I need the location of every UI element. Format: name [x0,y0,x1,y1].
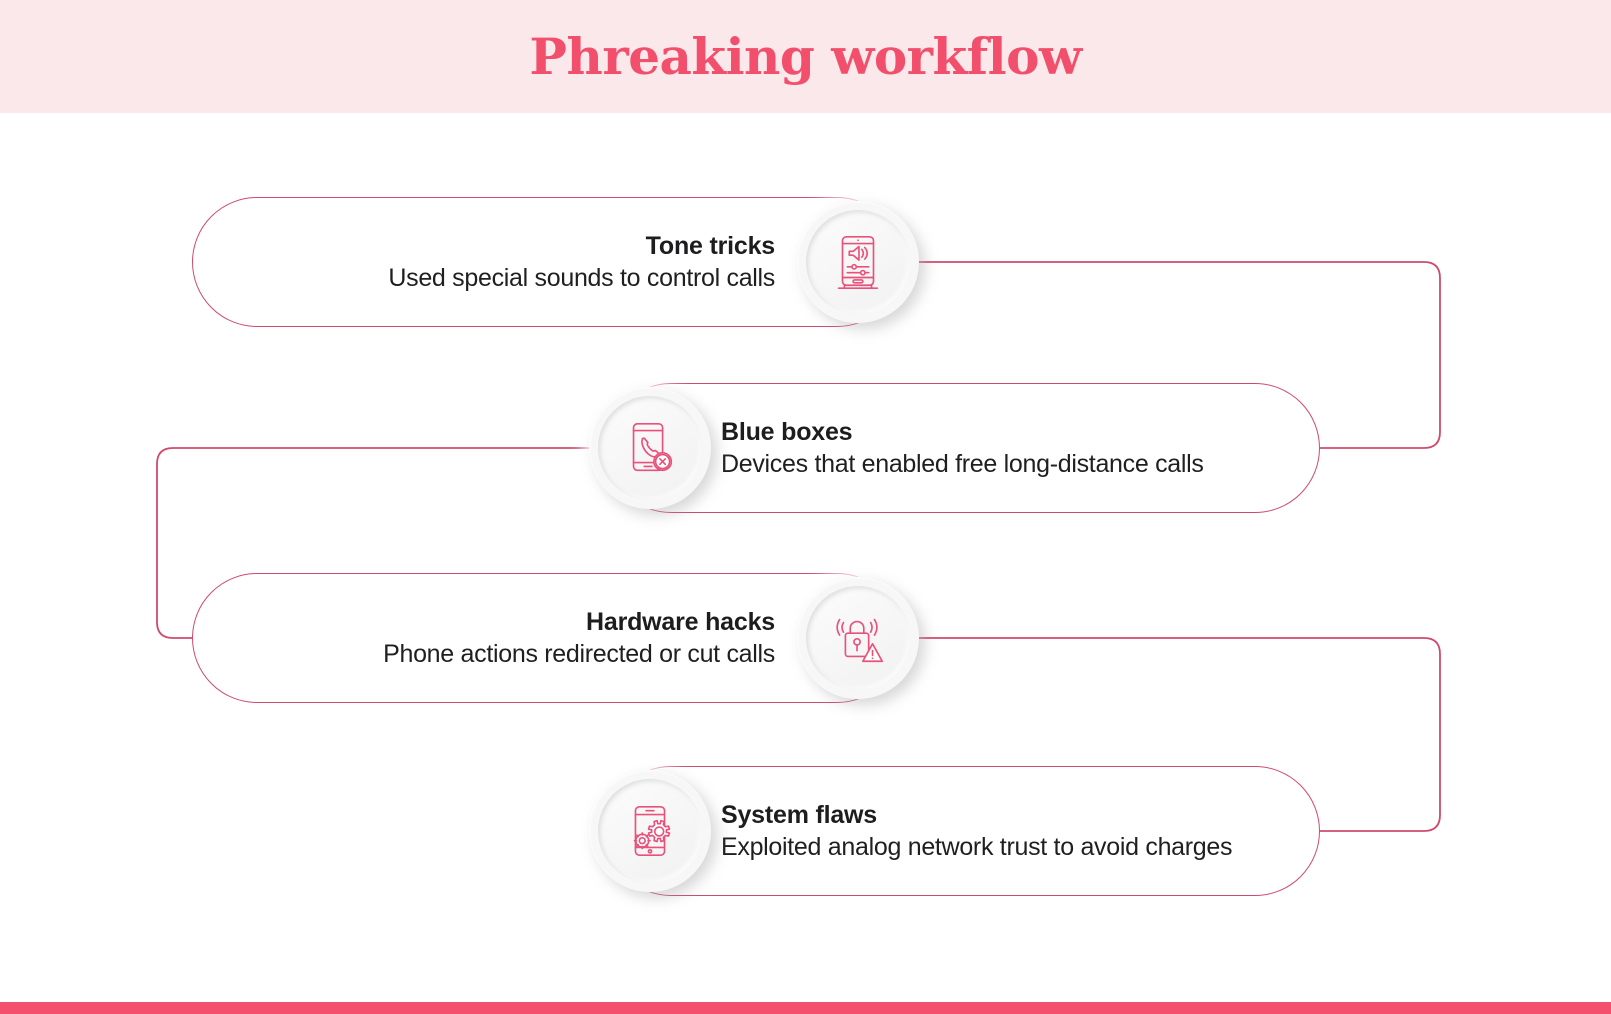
step-description: Devices that enabled free long-distance … [721,450,1204,478]
workflow-step-system-flaws[interactable]: System flaws Exploited analog network tr… [589,766,1320,896]
page-title: Phreaking workflow [529,26,1082,86]
step-text: Tone tricks Used special sounds to contr… [193,230,797,294]
workflow-step-blue-boxes[interactable]: Blue boxes Devices that enabled free lon… [589,383,1320,513]
workflow-canvas: Tone tricks Used special sounds to contr… [0,113,1611,1002]
step-title: System flaws [721,801,878,829]
footer-accent-bar [0,1002,1611,1014]
phone-speaker-sliders-icon [797,201,919,323]
step-description: Exploited analog network trust to avoid … [721,833,1233,861]
workflow-step-hardware-hacks[interactable]: Hardware hacks Phone actions redirected … [192,573,919,703]
phone-handset-blocked-icon [589,387,711,509]
step-description: Phone actions redirected or cut calls [383,640,775,668]
phone-gears-icon [589,770,711,892]
step-text: Blue boxes Devices that enabled free lon… [711,416,1319,480]
step-title: Hardware hacks [586,608,775,636]
step-text: System flaws Exploited analog network tr… [711,799,1319,863]
header-band: Phreaking workflow [0,0,1611,113]
padlock-signal-warning-icon [797,577,919,699]
step-description: Used special sounds to control calls [388,264,775,292]
step-title: Blue boxes [721,418,853,446]
workflow-step-tone-tricks[interactable]: Tone tricks Used special sounds to contr… [192,197,919,327]
step-title: Tone tricks [645,232,776,260]
step-text: Hardware hacks Phone actions redirected … [193,606,797,670]
